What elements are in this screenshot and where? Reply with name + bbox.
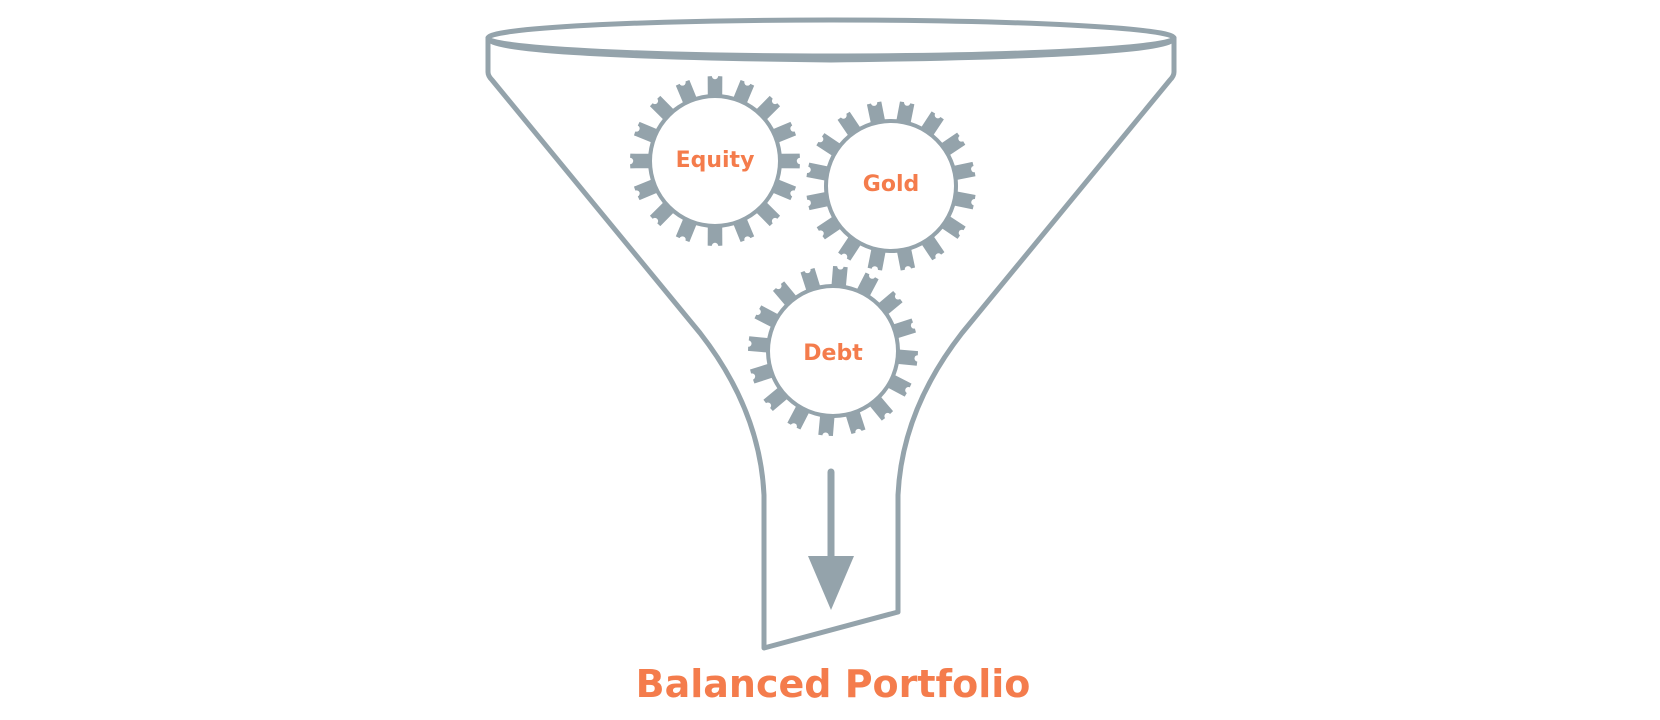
gear-tooth-notch bbox=[817, 230, 824, 237]
gear-tooth-notch bbox=[744, 79, 751, 86]
gear-tooth-notch bbox=[935, 253, 942, 260]
gears-group bbox=[626, 72, 978, 439]
gear-tooth-notch bbox=[796, 157, 804, 165]
gear-tooth-notch bbox=[870, 99, 878, 106]
gear-tooth-notch bbox=[754, 308, 761, 315]
gear-hub bbox=[652, 98, 778, 224]
gear-tooth-notch bbox=[744, 236, 751, 243]
gear-tooth-notch bbox=[804, 166, 811, 173]
gear-tooth-notch bbox=[822, 432, 829, 439]
funnel-icon bbox=[485, 17, 1177, 651]
gear-tooth-notch bbox=[771, 217, 779, 225]
gear-tooth-notch bbox=[958, 229, 966, 237]
gear-tooth-notch bbox=[837, 263, 844, 270]
gear-tooth-notch bbox=[840, 112, 847, 119]
gear-tooth-notch bbox=[790, 423, 797, 430]
gear-tooth-notch bbox=[804, 199, 811, 207]
arrow-down-icon bbox=[808, 468, 854, 610]
gear-tooth-notch bbox=[651, 217, 659, 225]
gear-tooth-notch bbox=[679, 236, 686, 243]
funnel-rim-lower bbox=[485, 35, 1177, 63]
gear-tooth-notch bbox=[958, 135, 965, 142]
gear-tooth-notch bbox=[840, 253, 848, 261]
gear-tooth-notch bbox=[711, 72, 719, 80]
gear-tooth-notch bbox=[905, 387, 912, 394]
gear-tooth-notch bbox=[764, 402, 772, 409]
gear-label-gold: Gold bbox=[863, 172, 919, 197]
gear-hub bbox=[770, 288, 896, 414]
gear-tooth-notch bbox=[869, 272, 876, 279]
funnel-rim-outer bbox=[485, 35, 1177, 651]
gear-tooth-notch bbox=[633, 125, 640, 132]
gear-tooth-notch bbox=[816, 135, 824, 143]
gear-gold-icon bbox=[804, 99, 978, 273]
gear-tooth-notch bbox=[626, 157, 634, 165]
gear-tooth-notch bbox=[910, 322, 918, 329]
gear-tooth-notch bbox=[871, 266, 878, 273]
gear-tooth-notch bbox=[971, 199, 978, 206]
gear-label-equity: Equity bbox=[676, 148, 755, 173]
gear-tooth-notch bbox=[679, 79, 686, 86]
gear-tooth-notch bbox=[914, 355, 921, 362]
gear-tooth-notch bbox=[745, 340, 752, 347]
gear-tooth-notch bbox=[748, 373, 756, 380]
gear-debt-icon bbox=[745, 263, 921, 439]
gear-tooth-notch bbox=[855, 428, 862, 436]
gear-tooth-notch bbox=[711, 242, 719, 250]
gear-label-debt: Debt bbox=[803, 341, 863, 366]
gear-equity-icon bbox=[626, 72, 804, 250]
result-label: Balanced Portfolio bbox=[636, 662, 1031, 706]
gear-tooth-notch bbox=[633, 190, 640, 197]
gear-hub bbox=[828, 123, 954, 249]
gear-tooth-notch bbox=[651, 97, 659, 105]
gear-tooth-notch bbox=[904, 266, 912, 273]
gear-tooth-notch bbox=[804, 266, 811, 274]
gear-tooth-notch bbox=[971, 165, 978, 173]
gear-tooth-notch bbox=[775, 282, 782, 290]
gear-tooth-notch bbox=[934, 111, 942, 119]
gear-tooth-notch bbox=[894, 293, 902, 300]
gear-tooth-notch bbox=[771, 97, 779, 105]
gear-tooth-notch bbox=[790, 190, 797, 197]
gear-tooth-notch bbox=[790, 125, 797, 132]
funnel-rim bbox=[485, 17, 1177, 59]
gear-tooth-notch bbox=[904, 99, 911, 106]
gear-tooth-notch bbox=[884, 412, 891, 420]
